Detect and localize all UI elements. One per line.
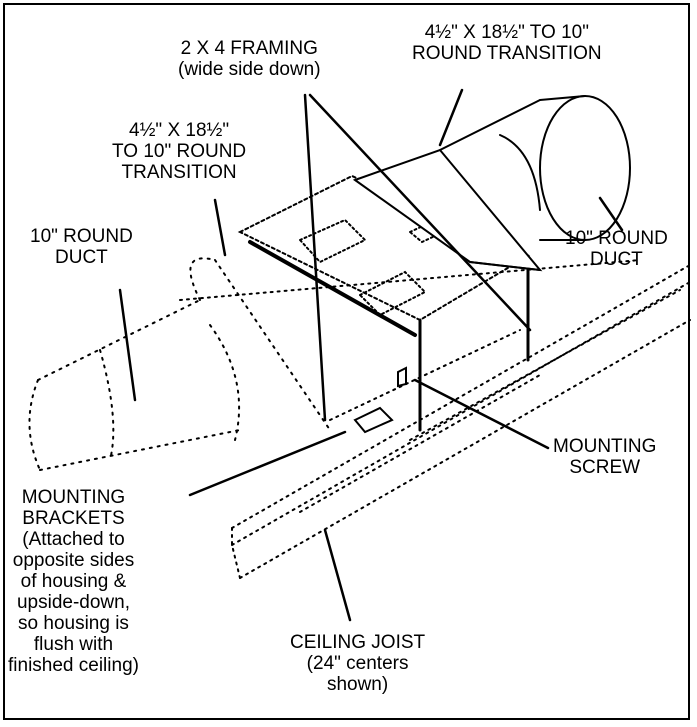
- ceiling-joist-label-line-3: shown): [326, 674, 389, 695]
- leader-lines: [118, 88, 624, 622]
- ceiling-joist-drawing: [231, 264, 691, 579]
- framing-label: 2 X 4 FRAMING (wide side down): [178, 38, 321, 80]
- ceiling-joist-label: CEILING JOIST (24" centers shown): [290, 632, 425, 695]
- mounting-brackets-label-line-9: finished ceiling): [8, 655, 139, 676]
- mounting-brackets-label-line-3: (Attached to: [22, 529, 125, 550]
- transition-left-label: 4½" X 18½" TO 10" ROUND TRANSITION: [112, 120, 246, 183]
- transition-left-label-line-1: 4½" X 18½": [129, 120, 230, 141]
- duct-left-label-line-2: DUCT: [55, 247, 108, 268]
- duct-left-label-line-1: 10" ROUND: [30, 226, 133, 247]
- right-transition-and-duct-drawing: [352, 95, 631, 272]
- mounting-brackets-label-line-2: BRACKETS: [22, 508, 125, 529]
- mounting-brackets-label-line-4: opposite sides: [12, 550, 135, 571]
- ceiling-joist-label-line-2: (24" centers: [306, 653, 409, 674]
- mounting-brackets-label-line-6: upside-down,: [16, 592, 130, 613]
- mounting-screw-label: MOUNTING SCREW: [553, 436, 656, 478]
- duct-right-label: 10" ROUND DUCT: [565, 228, 668, 270]
- duct-right-label-line-2: DUCT: [590, 249, 643, 270]
- mounting-brackets-label-line-5: of housing &: [20, 571, 127, 592]
- transition-right-label: 4½" X 18½" TO 10" ROUND TRANSITION: [412, 22, 602, 64]
- duct-right-label-line-1: 10" ROUND: [565, 228, 668, 249]
- framing-label-line-2: (wide side down): [178, 59, 321, 80]
- transition-right-label-line-2: ROUND TRANSITION: [412, 43, 602, 64]
- framing-label-line-1: 2 X 4 FRAMING: [180, 38, 318, 59]
- mounting-brackets-label-line-1: MOUNTING: [21, 487, 126, 508]
- ceiling-joist-label-line-1: CEILING JOIST: [290, 632, 426, 653]
- transition-left-label-line-3: TRANSITION: [121, 162, 237, 183]
- left-round-duct-drawing: [28, 257, 331, 471]
- mounting-brackets-label-line-7: so housing is: [18, 613, 129, 634]
- mounting-brackets-label: MOUNTING BRACKETS (Attached to opposite …: [8, 487, 139, 676]
- mounting-brackets-label-line-8: flush with: [33, 634, 114, 655]
- mounting-screw-label-line-1: MOUNTING: [553, 436, 657, 457]
- mounting-screw-label-line-2: SCREW: [569, 457, 641, 478]
- transition-left-label-line-2: TO 10" ROUND: [112, 141, 247, 162]
- framing-drawing: [179, 259, 681, 441]
- transition-right-label-line-1: 4½" X 18½" TO 10": [424, 22, 589, 43]
- duct-left-label: 10" ROUND DUCT: [30, 226, 133, 268]
